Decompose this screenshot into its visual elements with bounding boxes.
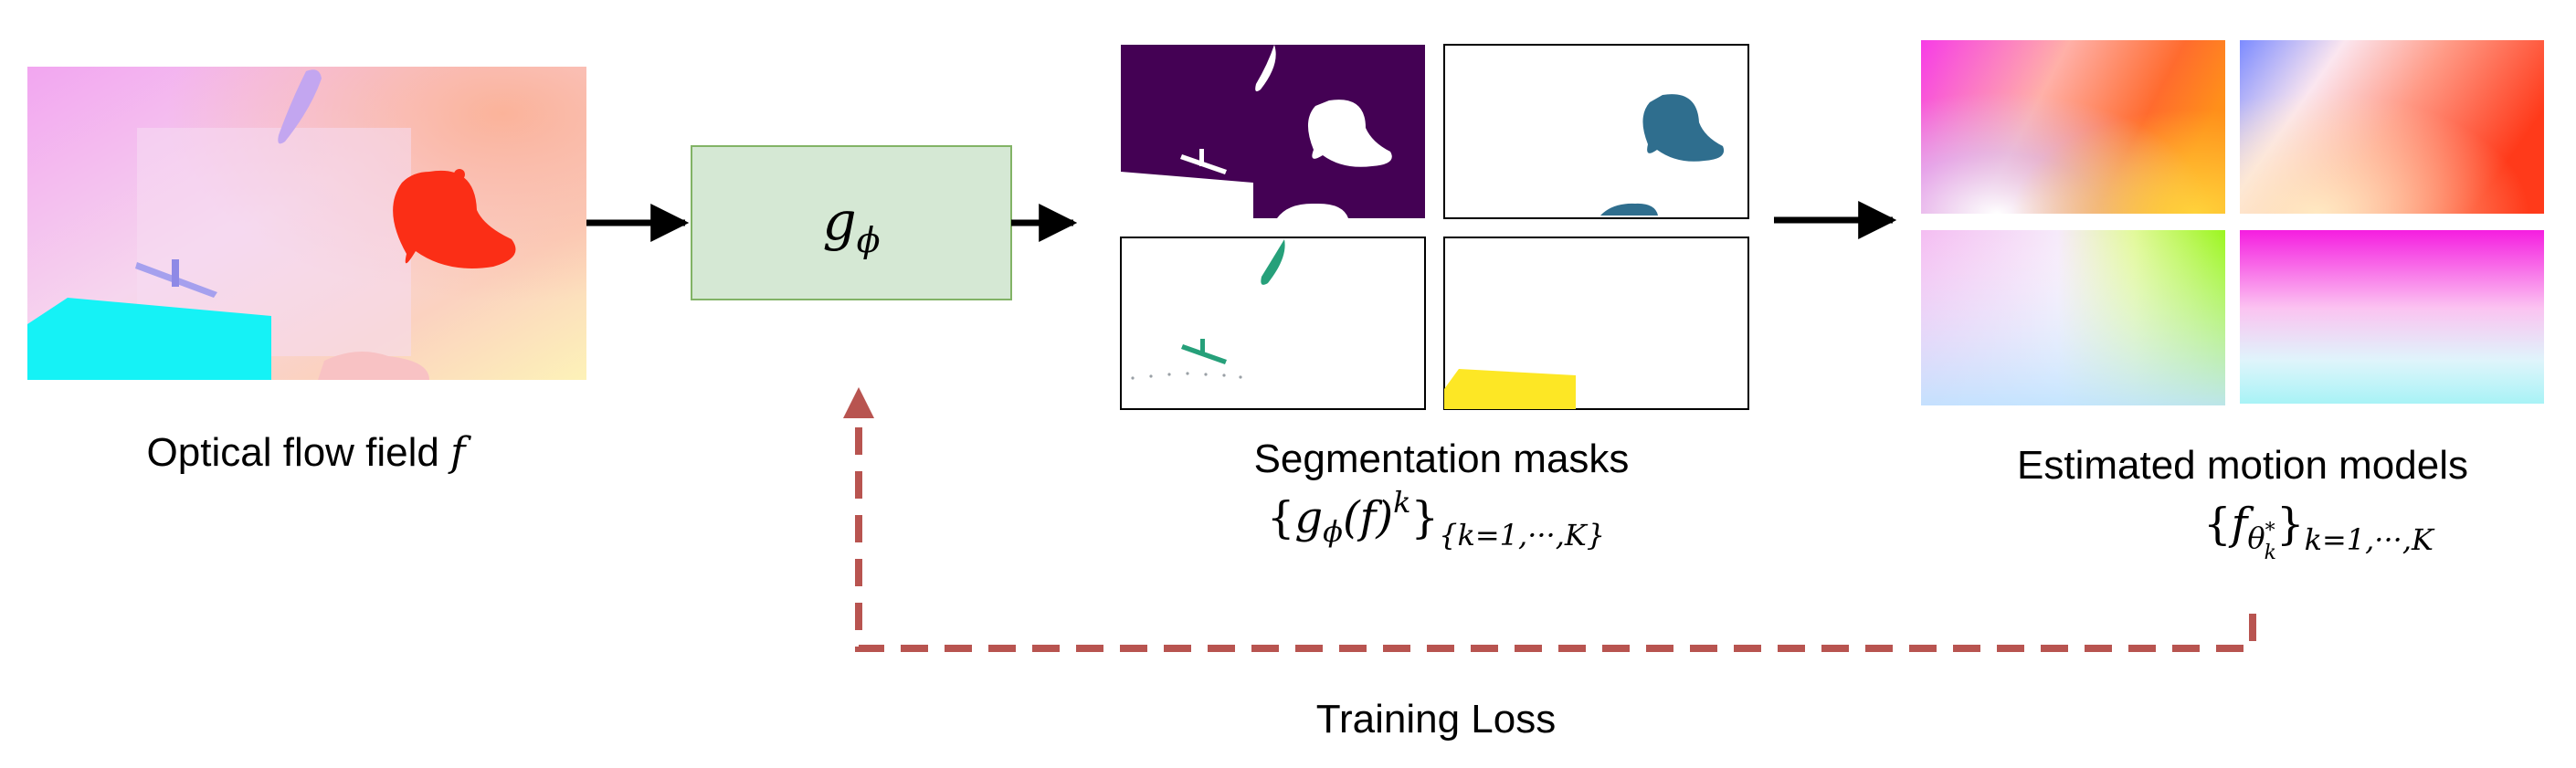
optical-flow-caption: Optical flow field f: [147, 429, 472, 476]
optical-flow-image: [27, 67, 586, 380]
motion-model-1: [1921, 40, 2225, 214]
mask-1: [1121, 45, 1425, 218]
network-label: gϕ: [822, 190, 880, 260]
training-loss-path: [855, 409, 2256, 652]
segmentation-masks-grid: [1120, 44, 1749, 410]
motion-models-formula: {fθ*k}k=1,···,K: [2203, 499, 2435, 564]
motion-models-grid: [1921, 40, 2544, 405]
mask-4: [1443, 237, 1749, 410]
mask-2: [1443, 44, 1749, 219]
mask-3: [1120, 237, 1426, 410]
motion-models-caption: Estimated motion models: [2017, 443, 2468, 488]
motion-model-2: [2240, 40, 2544, 214]
segmentation-caption: Segmentation masks: [1254, 437, 1630, 481]
motion-model-3: [1921, 230, 2225, 405]
training-loss-caption: Training Loss: [1316, 697, 1557, 742]
training-loss-arrowhead: [843, 387, 874, 418]
segmentation-formula: {gϕ(f)k}{k=1,···,K}: [1267, 485, 1605, 552]
motion-model-4: [2240, 230, 2544, 404]
